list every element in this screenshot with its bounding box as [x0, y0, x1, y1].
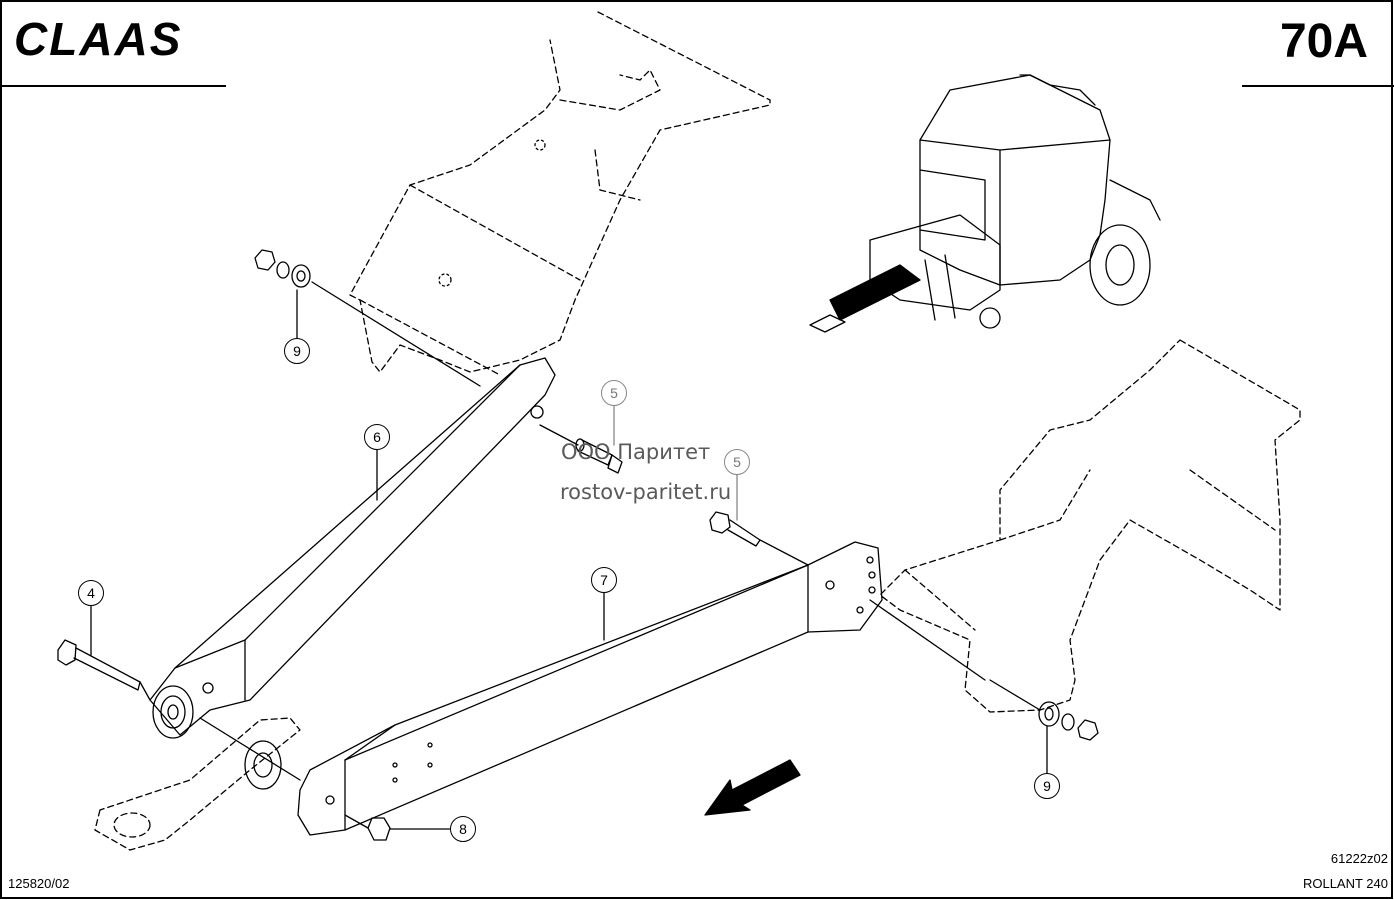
- model-name: ROLLANT 240: [1302, 876, 1388, 891]
- callout-5-upper[interactable]: 5: [601, 380, 627, 406]
- callout-4[interactable]: 4: [78, 580, 104, 606]
- bolt-5-lower: [709, 511, 809, 566]
- drawing-number: 125820/02: [8, 876, 70, 891]
- lower-drawbar-arm: [297, 541, 986, 836]
- tow-eye: [94, 717, 301, 851]
- nut-washer-stack-bottom: [989, 679, 1099, 741]
- tow-serrated-washer: [244, 740, 282, 790]
- lower-frame-bracket: [879, 339, 1301, 713]
- direction-arrow: [704, 759, 801, 816]
- page-number: 70A: [1279, 15, 1368, 68]
- watermark-url: rostov-paritet.ru: [560, 480, 732, 504]
- bolt-4: [57, 639, 151, 701]
- baler-illustration: [809, 74, 1161, 333]
- callout-7[interactable]: 7: [591, 567, 617, 593]
- callout-5-lower[interactable]: 5: [724, 449, 750, 475]
- bracket-holes: [438, 139, 546, 287]
- watermark-company: ООО Паритет: [561, 440, 711, 464]
- serrated-washer-eye: [152, 685, 301, 781]
- nut-washer-stack-top: [254, 249, 481, 387]
- callout-9-bottom[interactable]: 9: [1034, 773, 1060, 799]
- upper-frame-bracket: [349, 11, 771, 376]
- brand-logo: CLAAS: [14, 13, 183, 65]
- figure-code: 61222z02: [1330, 851, 1388, 866]
- callout-8[interactable]: 8: [450, 816, 476, 842]
- bolt-5-upper: [539, 424, 623, 474]
- nut-8: [344, 814, 391, 841]
- upper-drawbar-arm: [149, 357, 556, 736]
- leader-lines: [90, 289, 1048, 830]
- callout-6[interactable]: 6: [364, 424, 390, 450]
- callout-9-top[interactable]: 9: [284, 338, 310, 364]
